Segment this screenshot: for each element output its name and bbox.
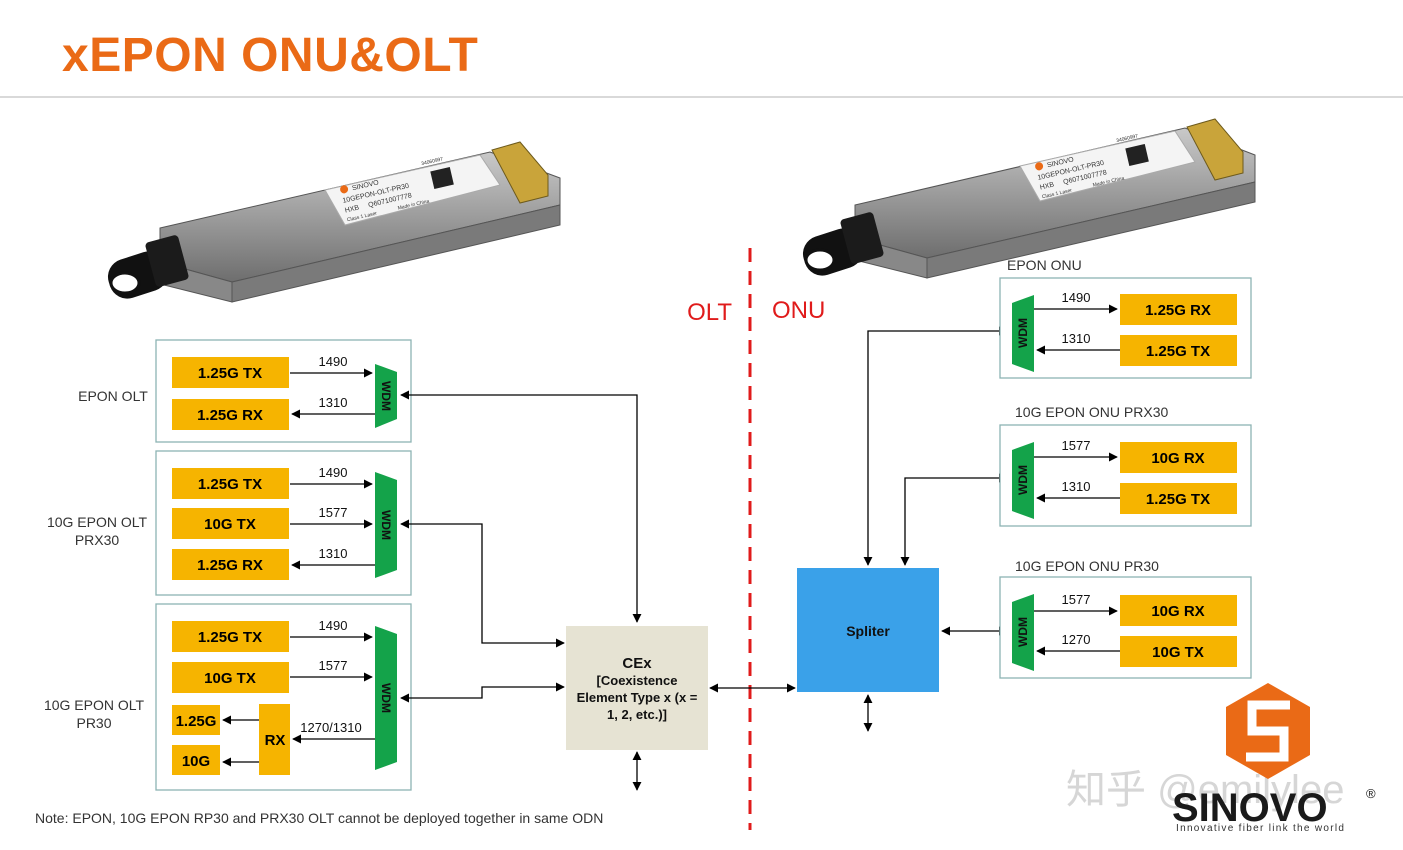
wdm-label: WDM <box>379 683 393 713</box>
block-10g-epon-onu-pr30: 10G EPON ONU PR30 WDM 10G RX 10G TX 1577… <box>999 558 1252 679</box>
rx-output-box: 10G <box>182 753 210 770</box>
block-epon-onu: EPON ONU WDM 1.25G RX 1.25G TX 1490 1310 <box>999 257 1252 379</box>
tx-box: 10G TX <box>204 516 256 533</box>
transceiver-module-right: SINOVO 10GEPON-OLT-PR30 HXB Q6071007778 … <box>802 118 1256 279</box>
module-code: 34060997 <box>421 156 444 167</box>
wavelength-label: 1490 <box>319 465 348 480</box>
module-label-right: SINOVO 10GEPON-OLT-PR30 HXB Q6071007778 … <box>1035 133 1149 200</box>
splitter: Spliter <box>797 568 939 692</box>
brand-logo-icon <box>1035 162 1044 171</box>
tx-box: 1.25G TX <box>198 629 262 646</box>
block-label: 10G EPON ONU PRX30 <box>1015 404 1168 420</box>
watermark: 知乎 @emilylee <box>1066 768 1344 812</box>
rx-output-box: 1.25G <box>176 713 217 730</box>
block-label: EPON ONU <box>1007 257 1082 273</box>
sinovo-logo: SINOVO ® Innovative fiber link the world <box>1172 683 1376 834</box>
tx-box: 1.25G TX <box>198 365 262 382</box>
olt-connectors <box>400 390 796 791</box>
tx-box: 10G TX <box>1152 644 1204 661</box>
wdm-label: WDM <box>1016 465 1030 495</box>
wdm-label: WDM <box>1016 617 1030 647</box>
rx-box: 1.25G RX <box>197 407 263 424</box>
rx-box: 1.25G RX <box>1145 302 1211 319</box>
wavelength-label: 1310 <box>319 546 348 561</box>
qr-code-icon <box>430 166 454 189</box>
splitter-label: Spliter <box>846 623 890 639</box>
rx-box: 10G RX <box>1151 450 1204 467</box>
wavelength-label: 1310 <box>319 395 348 410</box>
wavelength-label: 1270/1310 <box>300 720 361 735</box>
tx-box: 1.25G TX <box>198 476 262 493</box>
module-hxb: HXB <box>344 204 360 214</box>
wavelength-label: 1270 <box>1062 632 1091 647</box>
block-label: PRX30 <box>75 532 120 548</box>
wavelength-label: 1577 <box>319 658 348 673</box>
wavelength-label: 1577 <box>1062 438 1091 453</box>
onu-connectors <box>863 326 1008 732</box>
wdm-label: WDM <box>1016 318 1030 348</box>
cex-desc: Element Type x (x = <box>577 690 698 705</box>
transceiver-module-left: SINOVO 10GEPON-OLT-PR30 HXB Q6071007778 … <box>107 141 561 303</box>
tx-box: 1.25G TX <box>1146 343 1210 360</box>
sinovo-wordmark: SINOVO <box>1172 786 1328 830</box>
sinovo-s-mark-icon <box>1246 700 1290 762</box>
pull-tab-right <box>802 212 884 276</box>
block-label: EPON OLT <box>78 388 148 404</box>
rx-box: 10G RX <box>1151 603 1204 620</box>
block-label: 10G EPON OLT <box>47 514 148 530</box>
qr-code-icon <box>1125 143 1149 166</box>
brand-logo-icon <box>340 185 349 194</box>
wavelength-label: 1490 <box>319 618 348 633</box>
wavelength-label: 1577 <box>1062 592 1091 607</box>
wavelength-label: 1310 <box>1062 479 1091 494</box>
block-label: 10G EPON OLT <box>44 697 145 713</box>
deployment-note: Note: EPON, 10G EPON RP30 and PRX30 OLT … <box>35 810 603 826</box>
module-code: 34060997 <box>1116 133 1139 144</box>
rx-box: RX <box>265 732 286 749</box>
block-label: 10G EPON ONU PR30 <box>1015 558 1159 574</box>
block-label: PR30 <box>76 715 111 731</box>
block-epon-olt: EPON OLT 1.25G TX 1.25G RX WDM 1490 1310 <box>78 339 412 443</box>
wdm-label: WDM <box>379 510 393 540</box>
module-hxb: HXB <box>1039 181 1055 191</box>
cex-desc: 1, 2, etc.)] <box>607 707 667 722</box>
block-10g-epon-olt-pr30: 10G EPON OLT PR30 1.25G TX 10G TX 1.25G … <box>44 603 412 791</box>
wavelength-label: 1490 <box>319 354 348 369</box>
cex-desc: [Coexistence <box>597 673 678 688</box>
pull-tab-left <box>107 235 189 299</box>
tx-box: 1.25G TX <box>1146 491 1210 508</box>
tx-box: 10G TX <box>204 670 256 687</box>
page-title: xEPON ONU&OLT <box>62 29 479 82</box>
wavelength-label: 1577 <box>319 505 348 520</box>
olt-side-label: OLT <box>687 299 732 326</box>
wdm-label: WDM <box>379 381 393 411</box>
onu-side-label: ONU <box>772 297 825 324</box>
rx-box: 1.25G RX <box>197 557 263 574</box>
sinovo-tagline: Innovative fiber link the world <box>1176 823 1345 834</box>
wavelength-label: 1490 <box>1062 290 1091 305</box>
title-divider <box>0 96 1403 98</box>
cex-element: CEx [Coexistence Element Type x (x = 1, … <box>566 626 708 750</box>
registered-mark: ® <box>1366 786 1376 801</box>
cex-title: CEx <box>622 655 652 672</box>
block-10g-epon-olt-prx30: 10G EPON OLT PRX30 1.25G TX 10G TX 1.25G… <box>47 450 412 596</box>
wavelength-label: 1310 <box>1062 331 1091 346</box>
block-10g-epon-onu-prx30: 10G EPON ONU PRX30 WDM 10G RX 1.25G TX 1… <box>999 404 1252 527</box>
